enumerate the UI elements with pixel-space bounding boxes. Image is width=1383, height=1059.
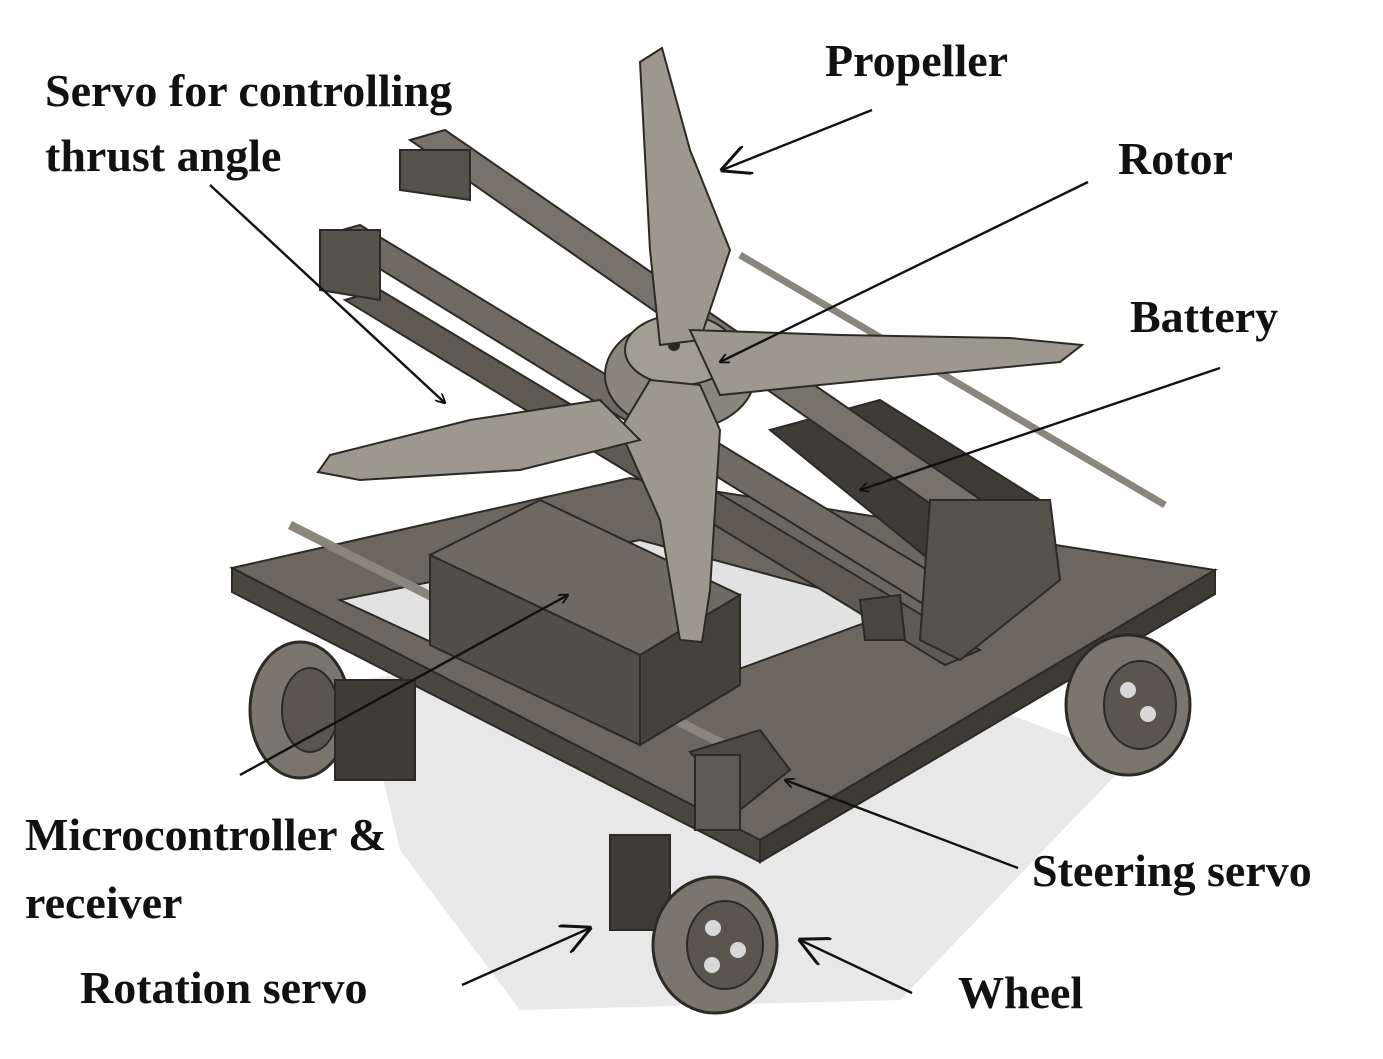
arrow-propeller [722,108,873,170]
wheel-rear-left [248,640,416,781]
rear-rod [738,251,1167,509]
label-steering-servo: Steering servo [1032,845,1312,896]
label-rotation-servo: Rotation servo [80,962,368,1013]
arrow-steering-servo [785,780,1019,870]
arrow-servo-thrust [209,184,445,403]
arrow-rotor [720,180,1089,362]
wheel-front [609,834,779,1015]
arrow-rotation-servo [461,928,590,987]
label-propeller: Propeller [825,35,1009,86]
arrow-battery [860,366,1221,490]
label-rotor: Rotor [1118,133,1233,184]
steering-servo-block [688,728,792,831]
label-servo-thrust-line2: thrust angle [45,130,282,181]
arrow-microcontroller [239,595,568,777]
arrow-wheel [800,940,913,995]
label-servo-thrust-line1: Servo for controlling [45,65,453,116]
label-wheel: Wheel [958,967,1084,1018]
label-microcontroller-line2: receiver [25,877,183,928]
label-battery: Battery [1130,291,1279,342]
label-microcontroller-line1: Microcontroller & [25,809,387,860]
propeller-blades [316,46,1085,644]
wheel-rear-right [1064,633,1192,777]
annotation-arrows [209,108,1221,995]
microcontroller-box [427,498,743,747]
